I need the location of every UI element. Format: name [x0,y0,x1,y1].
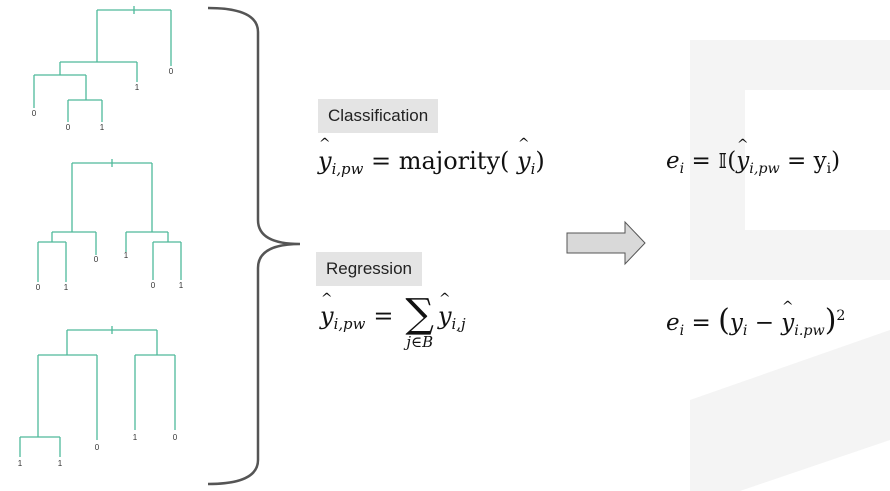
right-arrow [566,220,646,266]
classification-equation: yi,pw = majority( yi) [318,136,545,178]
leaf-label: 1 [133,433,138,442]
leaf-label: 1 [179,281,184,290]
leaf-label: 0 [95,443,100,452]
leaf-label: 0 [169,67,174,76]
regression-equation: yi,pw = ∑j∈B yi,j [320,291,466,350]
leaf-label: 1 [64,283,69,292]
leaf-label: 1 [58,459,63,468]
regression-error-equation: ei = (yi − yi.pw)2 [666,299,846,339]
classification-label: Classification [318,99,439,133]
leaf-label: 0 [94,255,99,264]
leaf-label: 0 [32,109,37,118]
leaf-label: 1 [100,123,105,132]
curly-brace [207,6,301,486]
tree-3-leaf-labels: 1 1 0 1 0 [18,433,178,468]
leaf-label: 1 [124,251,129,260]
tree-2 [37,159,182,282]
leaf-label: 0 [173,433,178,442]
leaf-label: 1 [135,83,140,92]
tree-2-leaf-labels: 0 0 1 1 0 1 [36,251,184,292]
tree-3 [19,326,176,457]
regression-label: Regression [316,252,422,286]
leaf-label: 1 [18,459,23,468]
tree-1 [33,6,172,122]
leaf-label: 0 [36,283,41,292]
leaf-label: 0 [66,123,71,132]
leaf-label: 0 [151,281,156,290]
tree-1-leaf-labels: 0 1 0 0 1 [32,67,174,132]
classification-error-equation: ei = 𝕀(yi,pw = yi) [666,137,840,177]
